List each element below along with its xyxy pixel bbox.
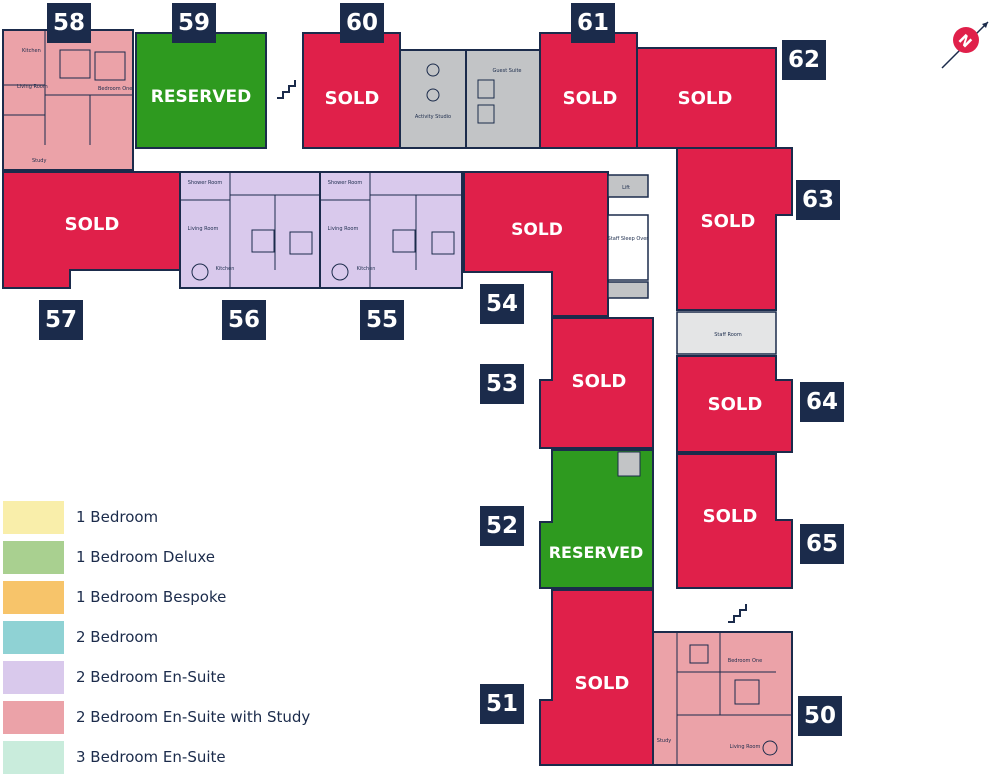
legend-swatch <box>3 741 64 774</box>
unit-62-badge[interactable]: 62 <box>782 40 826 80</box>
unit-50-area[interactable]: Bedroom One Study Living Room <box>652 631 793 766</box>
legend-label: 2 Bedroom En-Suite with Study <box>76 708 311 726</box>
corridor-east <box>655 148 677 608</box>
unit-50-room-label: Living Room <box>730 744 761 750</box>
legend-swatch <box>3 701 64 734</box>
unit-56-room-label: Shower Room <box>188 180 223 186</box>
unit-65-status: SOLD <box>703 506 758 527</box>
unit-65-area[interactable]: SOLD <box>676 453 793 589</box>
legend-item: 1 Bedroom <box>0 498 340 538</box>
unit-55-badge[interactable]: 55 <box>360 300 404 340</box>
legend-swatch <box>3 501 64 534</box>
unit-62-status: SOLD <box>678 88 733 109</box>
unit-59-status: RESERVED <box>151 87 252 107</box>
shared-guest-suite: Guest Suite <box>465 49 541 149</box>
shared-room-label: Guest Suite <box>492 68 521 74</box>
unit-57-status: SOLD <box>65 214 120 235</box>
shared-room-label: Staff Sleep Over <box>608 236 650 242</box>
unit-56-area[interactable]: Shower Room Living Room Kitchen <box>179 171 321 289</box>
unit-60-area[interactable]: SOLD <box>302 32 401 149</box>
unit-55-room-label: Living Room <box>328 226 359 232</box>
shared-activity-studio: Activity Studio <box>399 49 467 149</box>
unit-61-status: SOLD <box>563 88 618 109</box>
legend-swatch <box>3 541 64 574</box>
unit-56-room-label: Kitchen <box>216 266 235 272</box>
legend-item: 2 Bedroom <box>0 618 340 658</box>
unit-60-status: SOLD <box>325 88 380 109</box>
unit-57-badge[interactable]: 57 <box>39 300 83 340</box>
stairs-icon <box>728 604 747 623</box>
unit-58-area[interactable]: Kitchen Living Room Bedroom One Study <box>2 29 134 171</box>
unit-51-badge[interactable]: 51 <box>480 684 524 724</box>
unit-63-area[interactable]: SOLD <box>676 147 793 311</box>
unit-52-badge[interactable]: 52 <box>480 506 524 546</box>
unit-50-badge[interactable]: 50 <box>798 696 842 736</box>
unit-51-area[interactable]: SOLD <box>539 589 654 766</box>
unit-58-room-label: Living Room <box>17 84 48 90</box>
unit-54-badge[interactable]: 54 <box>480 284 524 324</box>
legend-item: 2 Bedroom En-Suite <box>0 658 340 698</box>
legend-label: 1 Bedroom <box>76 508 159 526</box>
legend-item: 3 Bedroom En-Suite <box>0 738 340 778</box>
unit-60-badge[interactable]: 60 <box>340 3 384 43</box>
legend-item: 2 Bedroom En-Suite with Study <box>0 698 340 738</box>
unit-56-room-label: Living Room <box>188 226 219 232</box>
unit-50-room-label: Bedroom One <box>728 658 762 664</box>
legend-label: 1 Bedroom Bespoke <box>76 588 227 606</box>
north-arrow-icon: N <box>941 21 989 69</box>
unit-58-room-label: Study <box>32 158 46 164</box>
unit-53-badge[interactable]: 53 <box>480 364 524 404</box>
unit-56-badge[interactable]: 56 <box>222 300 266 340</box>
unit-59-area[interactable]: RESERVED <box>135 32 267 149</box>
legend-item: 1 Bedroom Bespoke <box>0 578 340 618</box>
unit-52-area[interactable]: RESERVED <box>539 449 654 589</box>
unit-55-room-label: Shower Room <box>328 180 363 186</box>
legend-swatch <box>3 581 64 614</box>
unit-64-badge[interactable]: 64 <box>800 382 844 422</box>
unit-61-area[interactable]: SOLD <box>539 32 638 149</box>
unit-61-badge[interactable]: 61 <box>571 3 615 43</box>
unit-64-area[interactable]: SOLD <box>676 355 793 453</box>
unit-52-status: RESERVED <box>549 543 644 562</box>
legend-label: 2 Bedroom <box>76 628 159 646</box>
shared-staff-sleep-over: Staff Sleep Over <box>607 214 650 299</box>
unit-55-room-label: Kitchen <box>357 266 376 272</box>
legend-label: 3 Bedroom En-Suite <box>76 748 226 766</box>
legend-swatch <box>3 661 64 694</box>
unit-58-badge[interactable]: 58 <box>47 3 91 43</box>
unit-54-status: SOLD <box>511 220 563 240</box>
unit-54-area[interactable]: SOLD <box>463 171 609 317</box>
unit-65-badge[interactable]: 65 <box>800 524 844 564</box>
unit-58-room-label: Bedroom One <box>98 86 132 92</box>
shared-staff-room: Staff Room <box>676 311 777 355</box>
unit-51-status: SOLD <box>575 673 630 694</box>
stairs-icon <box>277 80 296 99</box>
unit-53-area[interactable]: SOLD <box>539 317 654 449</box>
legend-label: 1 Bedroom Deluxe <box>76 548 216 566</box>
unit-59-badge[interactable]: 59 <box>172 3 216 43</box>
legend-swatch <box>3 621 64 654</box>
unit-63-status: SOLD <box>701 211 756 232</box>
shared-room-label: Lift <box>622 185 630 191</box>
unit-64-status: SOLD <box>708 394 763 415</box>
legend-label: 2 Bedroom En-Suite <box>76 668 226 686</box>
legend-item: 1 Bedroom Deluxe <box>0 538 340 578</box>
unit-58-room-label: Kitchen <box>22 48 41 54</box>
shared-lift: Lift <box>607 174 649 198</box>
unit-55-area[interactable]: Shower Room Living Room Kitchen <box>319 171 463 289</box>
unit-62-area[interactable]: SOLD <box>636 47 777 149</box>
shared-room-label: Activity Studio <box>415 114 451 120</box>
unit-57-area[interactable]: SOLD <box>2 171 181 289</box>
unit-50-room-label: Study <box>657 738 671 744</box>
unit-63-badge[interactable]: 63 <box>796 180 840 220</box>
unit-53-status: SOLD <box>572 371 627 392</box>
shared-room-label: Staff Room <box>714 332 742 338</box>
